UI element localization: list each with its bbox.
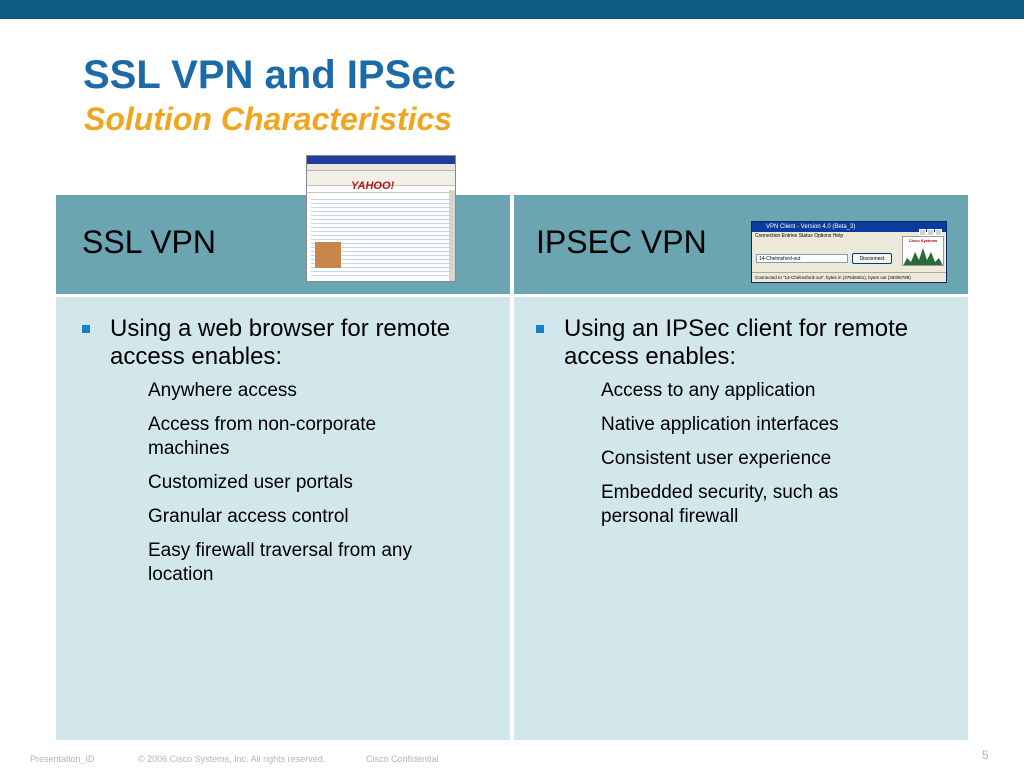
browser-toolbar (307, 171, 455, 186)
vpn-window-title: VPN Client - Version 4.0 (Beta_3) (752, 222, 946, 232)
list-item: Native application interfaces (601, 414, 839, 435)
slide-title: SSL VPN and IPSec (83, 53, 456, 97)
ipsec-vpn-panel: Using an IPSec client for remote access … (514, 297, 968, 740)
browser-photo (315, 242, 341, 268)
list-item: Embedded security, such as personal fire… (601, 482, 839, 527)
web-browser-screenshot: YAHOO! (306, 155, 456, 282)
list-item: Customized user portals (148, 472, 353, 493)
list-item: Access from non-corporate machines (148, 414, 377, 459)
list-item: Anywhere access (148, 380, 297, 401)
page-number: 5 (982, 748, 989, 762)
vpn-disconnect-button: Disconnect (852, 253, 892, 264)
close-icon (935, 229, 942, 236)
square-bullet-icon (536, 325, 544, 333)
top-bar (0, 0, 1024, 19)
browser-title-bar (307, 156, 455, 164)
ssl-vpn-bullet-text: Using a web browser for remote access en… (110, 315, 451, 370)
maximize-icon (927, 229, 934, 236)
window-controls (918, 223, 944, 236)
footer-presentation-id: Presentation_ID (30, 754, 95, 764)
ssl-vpn-bullet: Using a web browser for remote access en… (82, 315, 482, 371)
cisco-bridge-icon (903, 248, 943, 265)
vpn-connection-entry: 14-Chelmsford-out (756, 254, 848, 263)
footer-copyright: © 2006 Cisco Systems, Inc. All rights re… (138, 754, 326, 764)
list-item: Granular access control (148, 506, 349, 527)
cisco-logo: Cisco Systems (902, 236, 944, 266)
list-item: Consistent user experience (601, 448, 832, 469)
ipsec-vpn-benefits: Access to any application Native applica… (601, 379, 901, 539)
square-bullet-icon (82, 325, 90, 333)
browser-scrollbar (449, 190, 455, 281)
browser-menu-bar (307, 164, 455, 171)
vpn-client-screenshot: VPN Client - Version 4.0 (Beta_3) Connec… (751, 221, 947, 283)
ipsec-vpn-bullet-text: Using an IPSec client for remote access … (564, 315, 909, 370)
yahoo-logo: YAHOO! (351, 180, 395, 192)
ssl-vpn-heading: SSL VPN (82, 224, 216, 260)
cisco-logo-text: Cisco Systems (908, 238, 938, 243)
list-item: Access to any application (601, 380, 816, 401)
minimize-icon (919, 229, 926, 236)
footer-confidential: Cisco Confidential (366, 754, 439, 764)
vpn-status-bar: Connected to "14-Chelmsford-out". bytes … (752, 272, 946, 282)
list-item: Easy firewall traversal from any locatio… (148, 540, 412, 585)
ssl-vpn-panel: Using a web browser for remote access en… (56, 297, 510, 740)
ipsec-vpn-heading: IPSEC VPN (536, 224, 707, 260)
ipsec-vpn-bullet: Using an IPSec client for remote access … (536, 315, 936, 371)
ssl-vpn-benefits: Anywhere access Access from non-corporat… (148, 379, 448, 597)
browser-address-bar (307, 186, 455, 193)
vpn-menu-bar: Connection Entries Status Options Help (755, 233, 844, 239)
slide-subtitle: Solution Characteristics (84, 101, 453, 137)
